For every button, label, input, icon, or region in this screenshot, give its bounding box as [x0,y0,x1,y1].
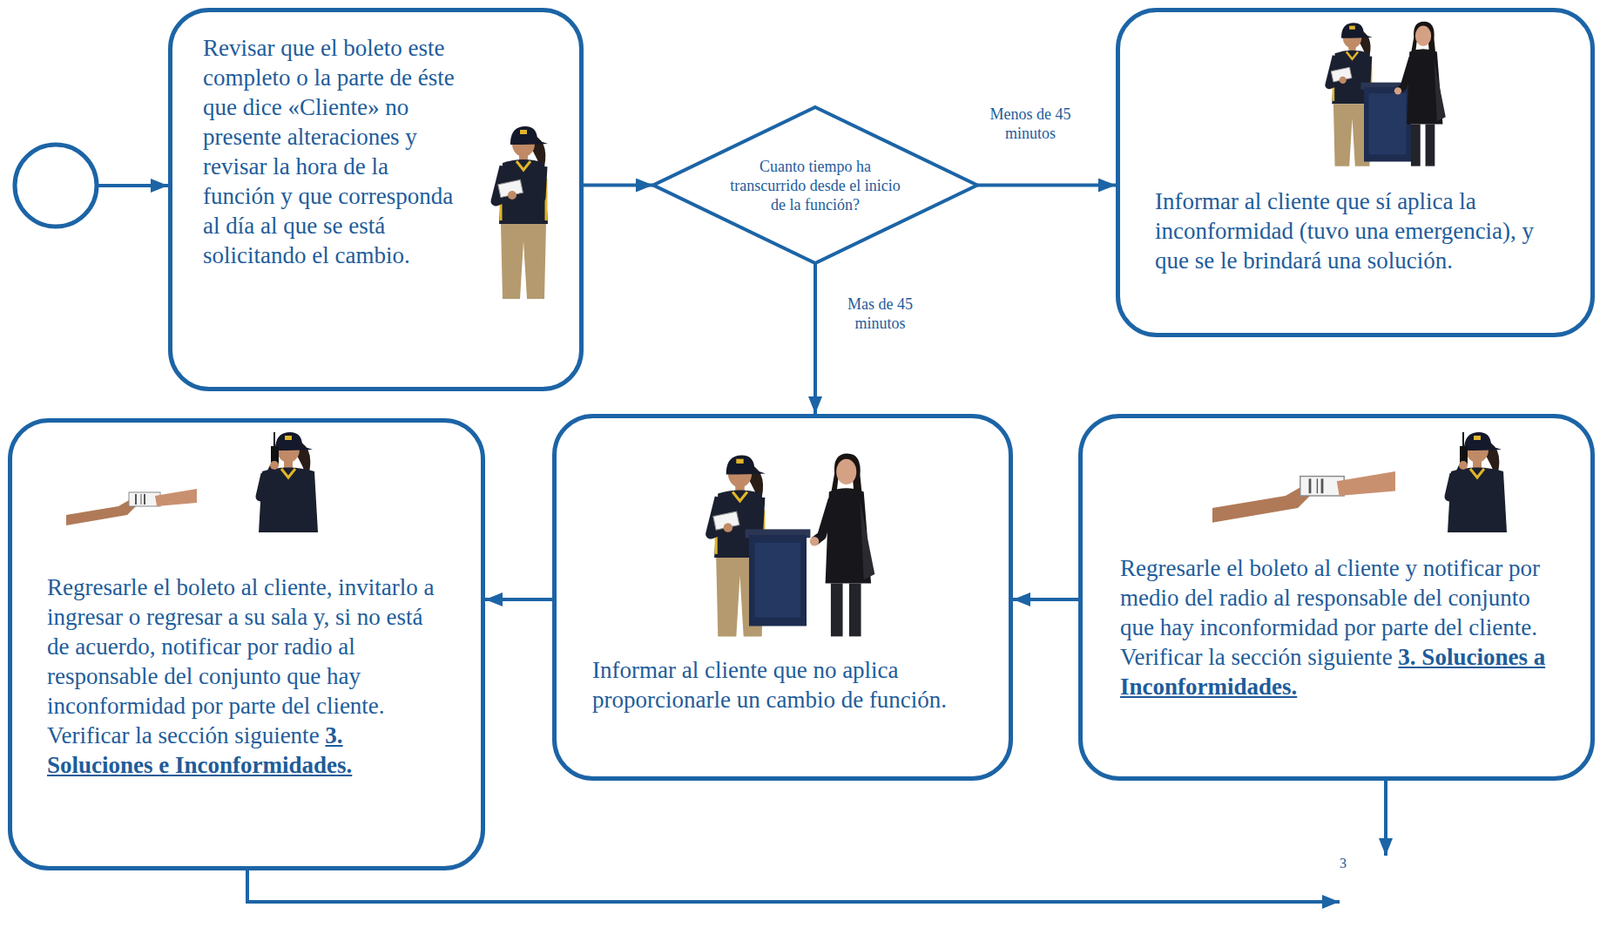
process-box: Informar al cliente que sí aplica la inc… [1115,7,1595,338]
connector-number: 3 [1339,855,1347,871]
decision-diamond: Cuanto tiempo ha transcurrido desde el i… [653,107,978,264]
edge-label: Mas de 45 minutos [847,295,913,332]
process-box: Regresarle el boleto al cliente, invitar… [7,418,486,871]
process-box: Informar al cliente que no aplica propor… [552,413,1013,781]
node-text: Informar al cliente que sí aplica la inc… [1154,188,1534,274]
edge-label-holder: Mas de 45 minutos [825,294,935,333]
edge-label: Menos de 45 minutos [990,105,1072,142]
staff-figure [495,126,548,299]
start-arrow [96,183,169,188]
flow-arrow [1383,780,1388,856]
process-box: Revisar que el boleto este completo o la… [168,7,584,392]
start-circle [14,144,97,227]
customer-figure [1394,21,1446,167]
flow-arrow [1012,597,1079,601]
ticket-handoff [66,488,197,526]
edge-label-holder: Menos de 45 minutos [973,104,1087,143]
process-box: Regresarle el boleto al cliente y notifi… [1078,413,1595,781]
node-text: Informar al cliente que no aplica propor… [592,656,947,713]
flow-arrow [247,870,1340,902]
diamond-text-holder: Cuanto tiempo ha transcurrido desde el i… [722,156,910,215]
staff-radio-figure [1447,432,1507,533]
flow-arrow [977,183,1116,188]
customer-figure [810,452,876,636]
flow-arrow [485,597,553,601]
podium-figure [1360,82,1414,163]
flow-arrow [813,263,817,414]
node-text: Regresarle el boleto al cliente, invitar… [47,573,435,749]
ticket-handoff [1212,471,1396,523]
diamond-shape [653,107,978,264]
podium-figure [745,528,811,626]
connector-circle: 3 [1339,855,1432,948]
flow-arrow [583,183,654,188]
staff-radio-figure [258,432,318,533]
node-text: Cuanto tiempo ha transcurrido desde el i… [729,157,900,214]
node-text: Revisar que el boleto este completo o la… [202,34,455,269]
